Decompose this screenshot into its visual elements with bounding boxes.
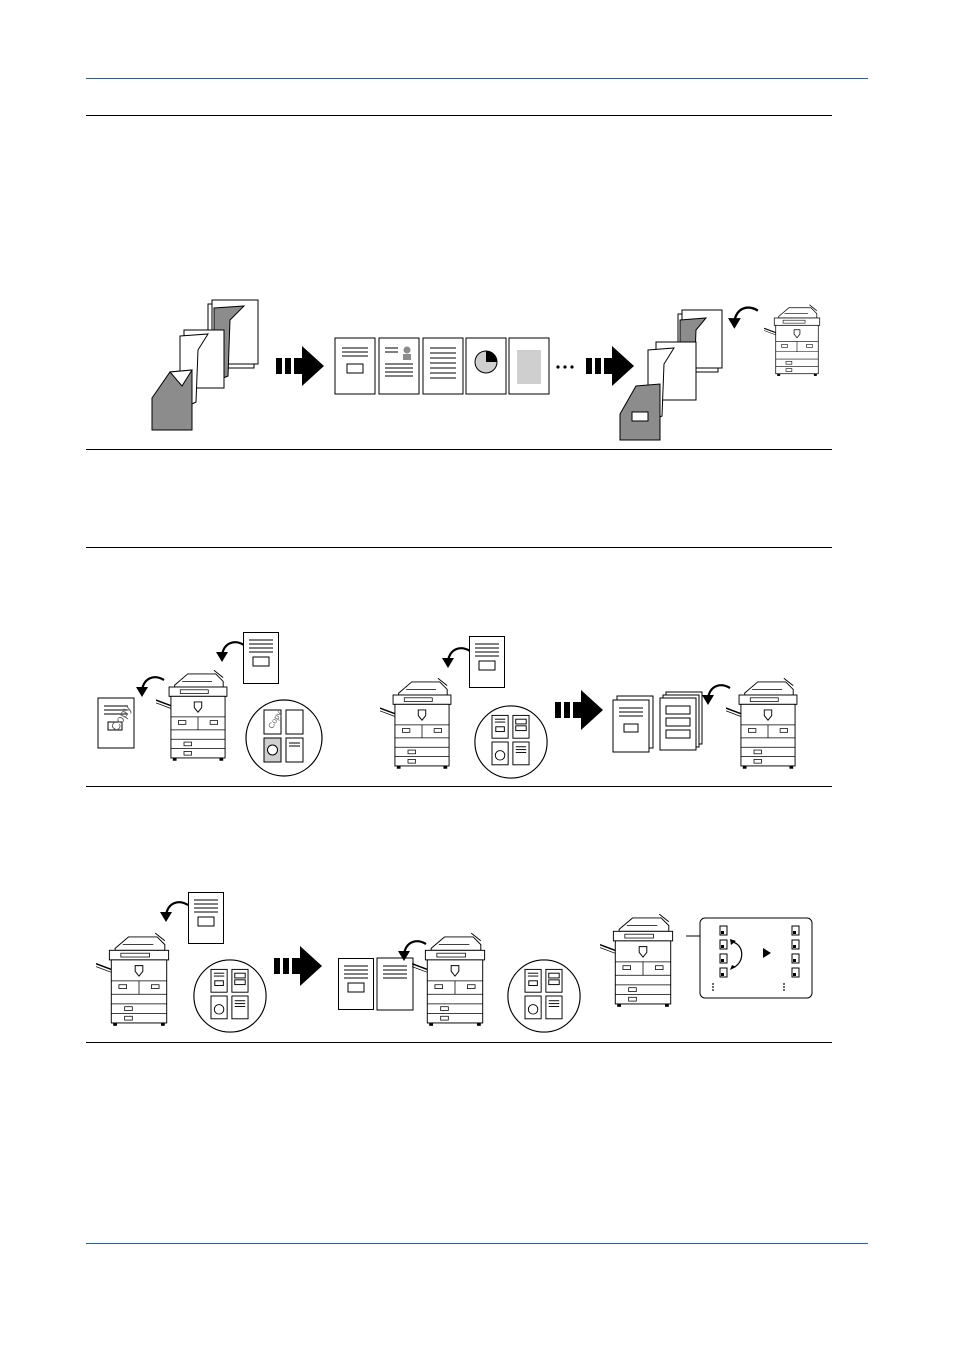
orientation-panel [699, 917, 813, 999]
cover-insert-illustration [380, 636, 798, 779]
curved-arrow-icon [728, 306, 760, 330]
block-arrow-icon [276, 346, 324, 386]
footer-rule [86, 1243, 868, 1244]
copier-icon [412, 932, 486, 1027]
job-build-illustration [96, 892, 581, 1033]
curved-arrow-icon [442, 647, 472, 670]
copier-icon [600, 913, 674, 1008]
copier-icon [764, 304, 821, 377]
watermark-copy-illustration: Copy Copy [97, 632, 323, 777]
block-arrow-icon [274, 946, 322, 986]
zoom-circle-icon [193, 959, 267, 1033]
copier-icon [96, 932, 170, 1027]
section-rule-2 [86, 449, 832, 450]
curved-arrow-icon [160, 901, 190, 924]
block-arrow-icon [586, 346, 634, 386]
curved-arrow-icon [702, 684, 732, 706]
section-rule-5 [86, 1042, 832, 1043]
watermarked-page-icon: Copy [97, 697, 135, 749]
batch-scan-illustration [151, 299, 821, 441]
zoom-circle-icon: Copy [245, 699, 323, 777]
zoom-circle-icon [507, 959, 581, 1033]
original-page-icon [469, 636, 505, 688]
output-pages-icon [338, 957, 414, 1011]
section-rule-3 [86, 547, 832, 548]
original-page-icon [243, 632, 279, 684]
header-rule [86, 78, 868, 79]
original-stack-icon [151, 299, 259, 431]
curved-arrow-icon [216, 641, 246, 664]
block-arrow-icon [555, 690, 603, 730]
section-rule-4 [86, 786, 832, 787]
orientation-illustration [600, 913, 813, 1008]
original-page-icon [188, 892, 224, 944]
output-pages-icon [612, 691, 703, 753]
output-stack-icon [619, 309, 723, 441]
copier-icon [726, 677, 798, 770]
copier-icon [380, 677, 452, 770]
zoom-circle-icon [474, 705, 548, 779]
scanned-pages-strip [334, 337, 550, 395]
curved-arrow-icon [136, 676, 166, 698]
section-rule-1 [86, 115, 832, 116]
copier-icon [156, 669, 228, 762]
